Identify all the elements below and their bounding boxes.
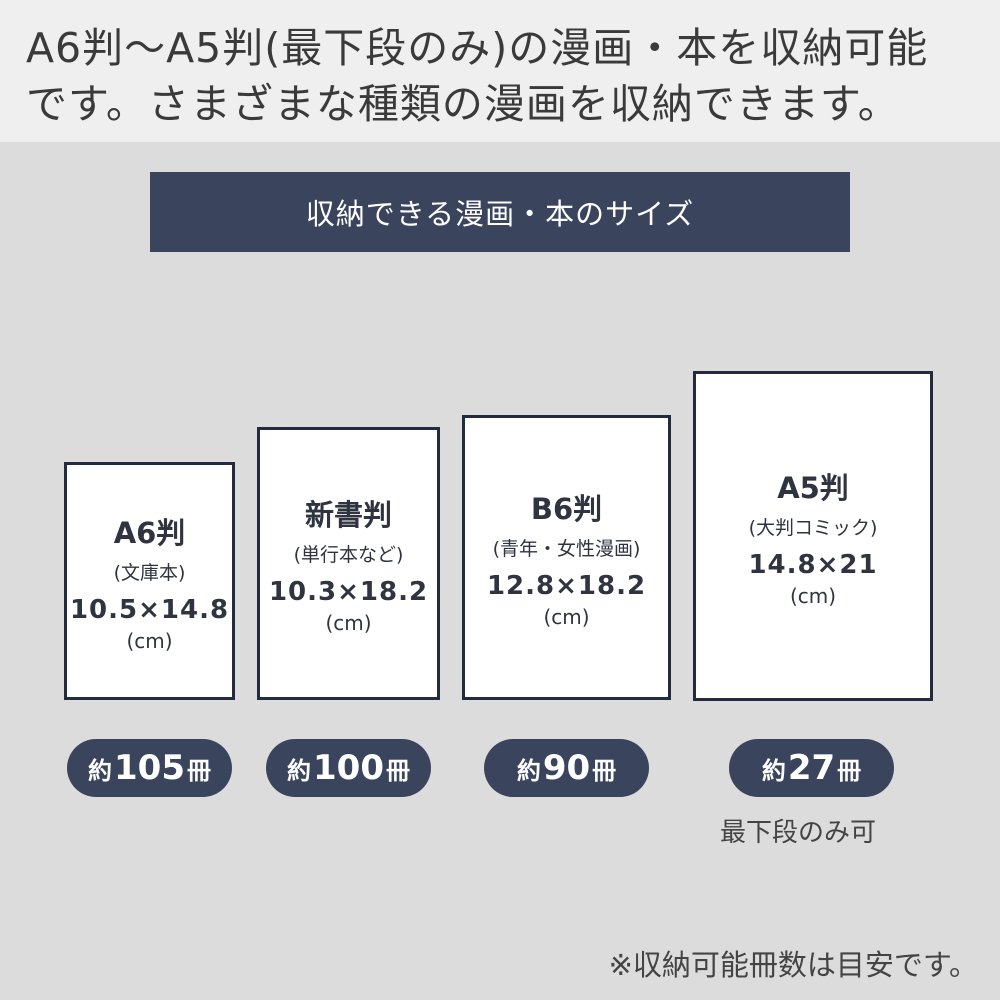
a5-bottom-only-note: 最下段のみ可 [720,818,877,848]
size-card-b6: B6判 (青年・女性漫画) 12.8×18.2 (cm) [462,415,671,700]
size-name: A6判 [113,515,186,550]
size-dimensions: 12.8×18.2 [486,571,647,601]
count-suffix: 冊 [837,756,862,785]
size-dimensions: 14.8×21 [748,549,878,580]
header-line-2: です。さまざまな種類の漫画を収納できます。 [26,80,900,128]
size-dimensions: 10.5×14.8 [69,594,230,625]
count-suffix: 冊 [186,756,211,785]
count-value: 105 [114,748,185,788]
size-card-a5: A5判 (大判コミック) 14.8×21 (cm) [693,371,933,701]
size-name: A5判 [777,470,849,505]
count-prefix: 約 [88,756,112,785]
count-value: 27 [787,748,836,788]
size-unit: (cm) [543,605,590,629]
size-unit: (cm) [789,583,837,608]
size-subtitle: (青年・女性漫画) [492,538,641,560]
count-prefix: 約 [761,756,786,785]
count-suffix: 冊 [385,756,410,785]
size-unit: (cm) [126,628,173,653]
size-name: B6判 [530,492,603,526]
size-subtitle: (文庫本) [113,561,186,584]
header-line-1: A6判〜A5判(最下段のみ)の漫画・本を収納可能 [26,24,929,72]
count-value: 100 [313,748,384,788]
size-card-shinsho: 新書判 (単行本など) 10.3×18.2 (cm) [257,427,440,700]
header: A6判〜A5判(最下段のみ)の漫画・本を収納可能 です。さまざまな種類の漫画を収… [0,0,1000,142]
size-dimensions: 10.3×18.2 [268,577,429,607]
size-card-a6: A6判 (文庫本) 10.5×14.8 (cm) [64,462,235,700]
count-value: 90 [542,748,591,788]
size-subtitle: (大判コミック) [748,516,878,539]
count-prefix: 約 [287,756,311,785]
count-suffix: 冊 [592,756,617,785]
size-subtitle: (単行本など) [293,544,404,566]
section-banner: 収納できる漫画・本のサイズ [150,172,850,252]
count-prefix: 約 [516,756,541,785]
size-unit: (cm) [325,611,372,635]
size-name: 新書判 [304,498,392,532]
footnote: ※収納可能冊数は目安です。 [608,948,978,982]
